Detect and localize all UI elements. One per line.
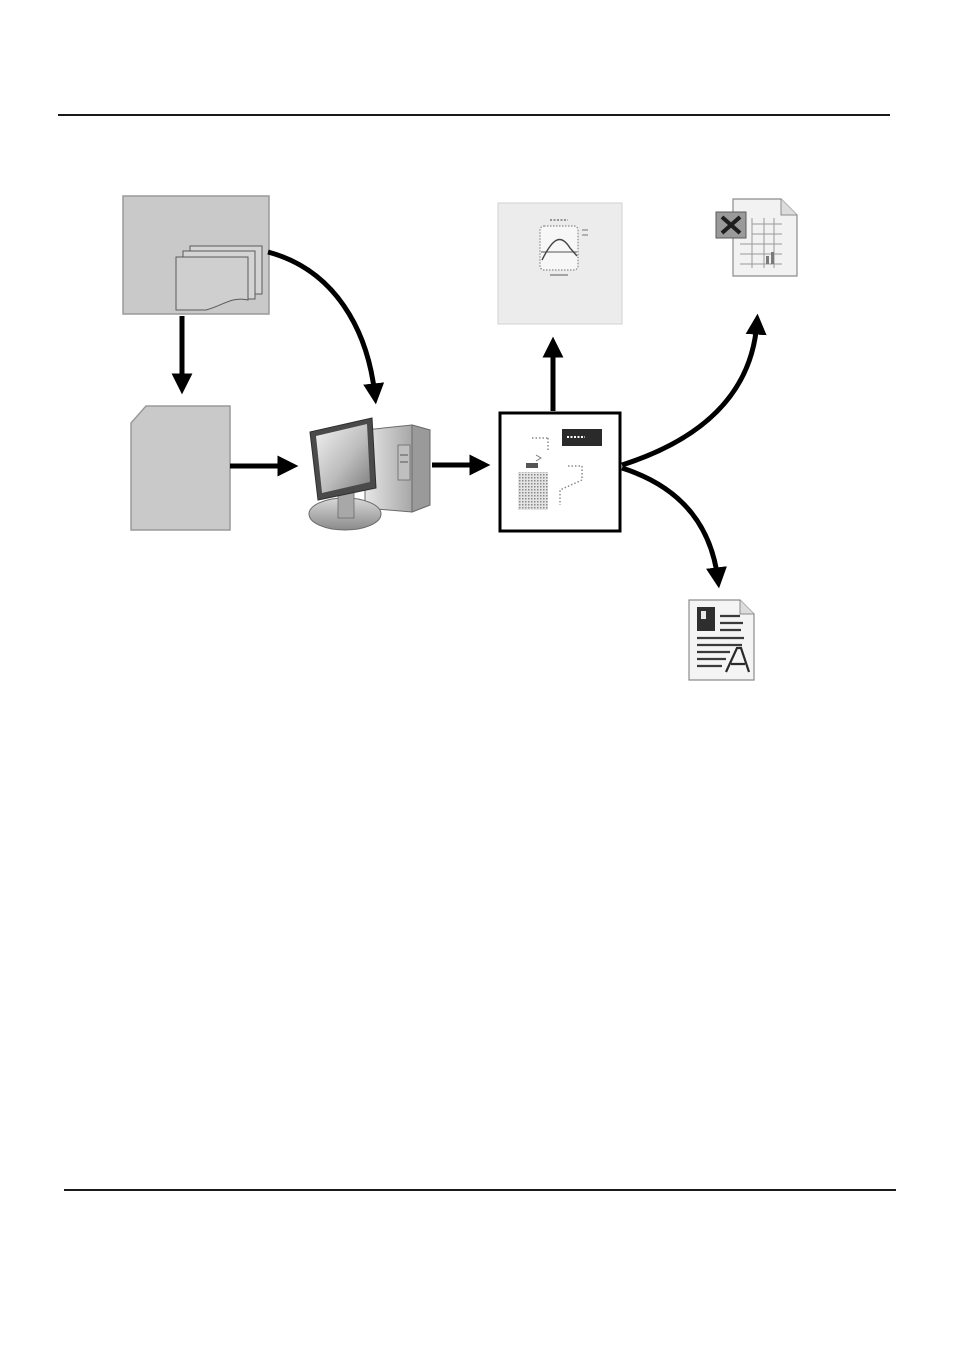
desktop-computer-icon bbox=[309, 418, 430, 530]
arrow-source-to-computer bbox=[268, 252, 375, 396]
text-report-node bbox=[689, 600, 754, 680]
software-node bbox=[500, 413, 620, 531]
memory-card-icon bbox=[131, 406, 230, 530]
memory-card-node bbox=[131, 406, 230, 530]
source-device-node bbox=[123, 196, 269, 314]
graph-view-node bbox=[498, 203, 622, 324]
excel-spreadsheet-icon bbox=[716, 199, 797, 276]
text-document-icon bbox=[689, 600, 754, 680]
arrow-software-to-spreadsheet bbox=[622, 322, 757, 465]
spreadsheet-node bbox=[716, 199, 797, 276]
computer-node bbox=[309, 418, 430, 530]
arrow-software-to-text-report bbox=[622, 468, 718, 580]
